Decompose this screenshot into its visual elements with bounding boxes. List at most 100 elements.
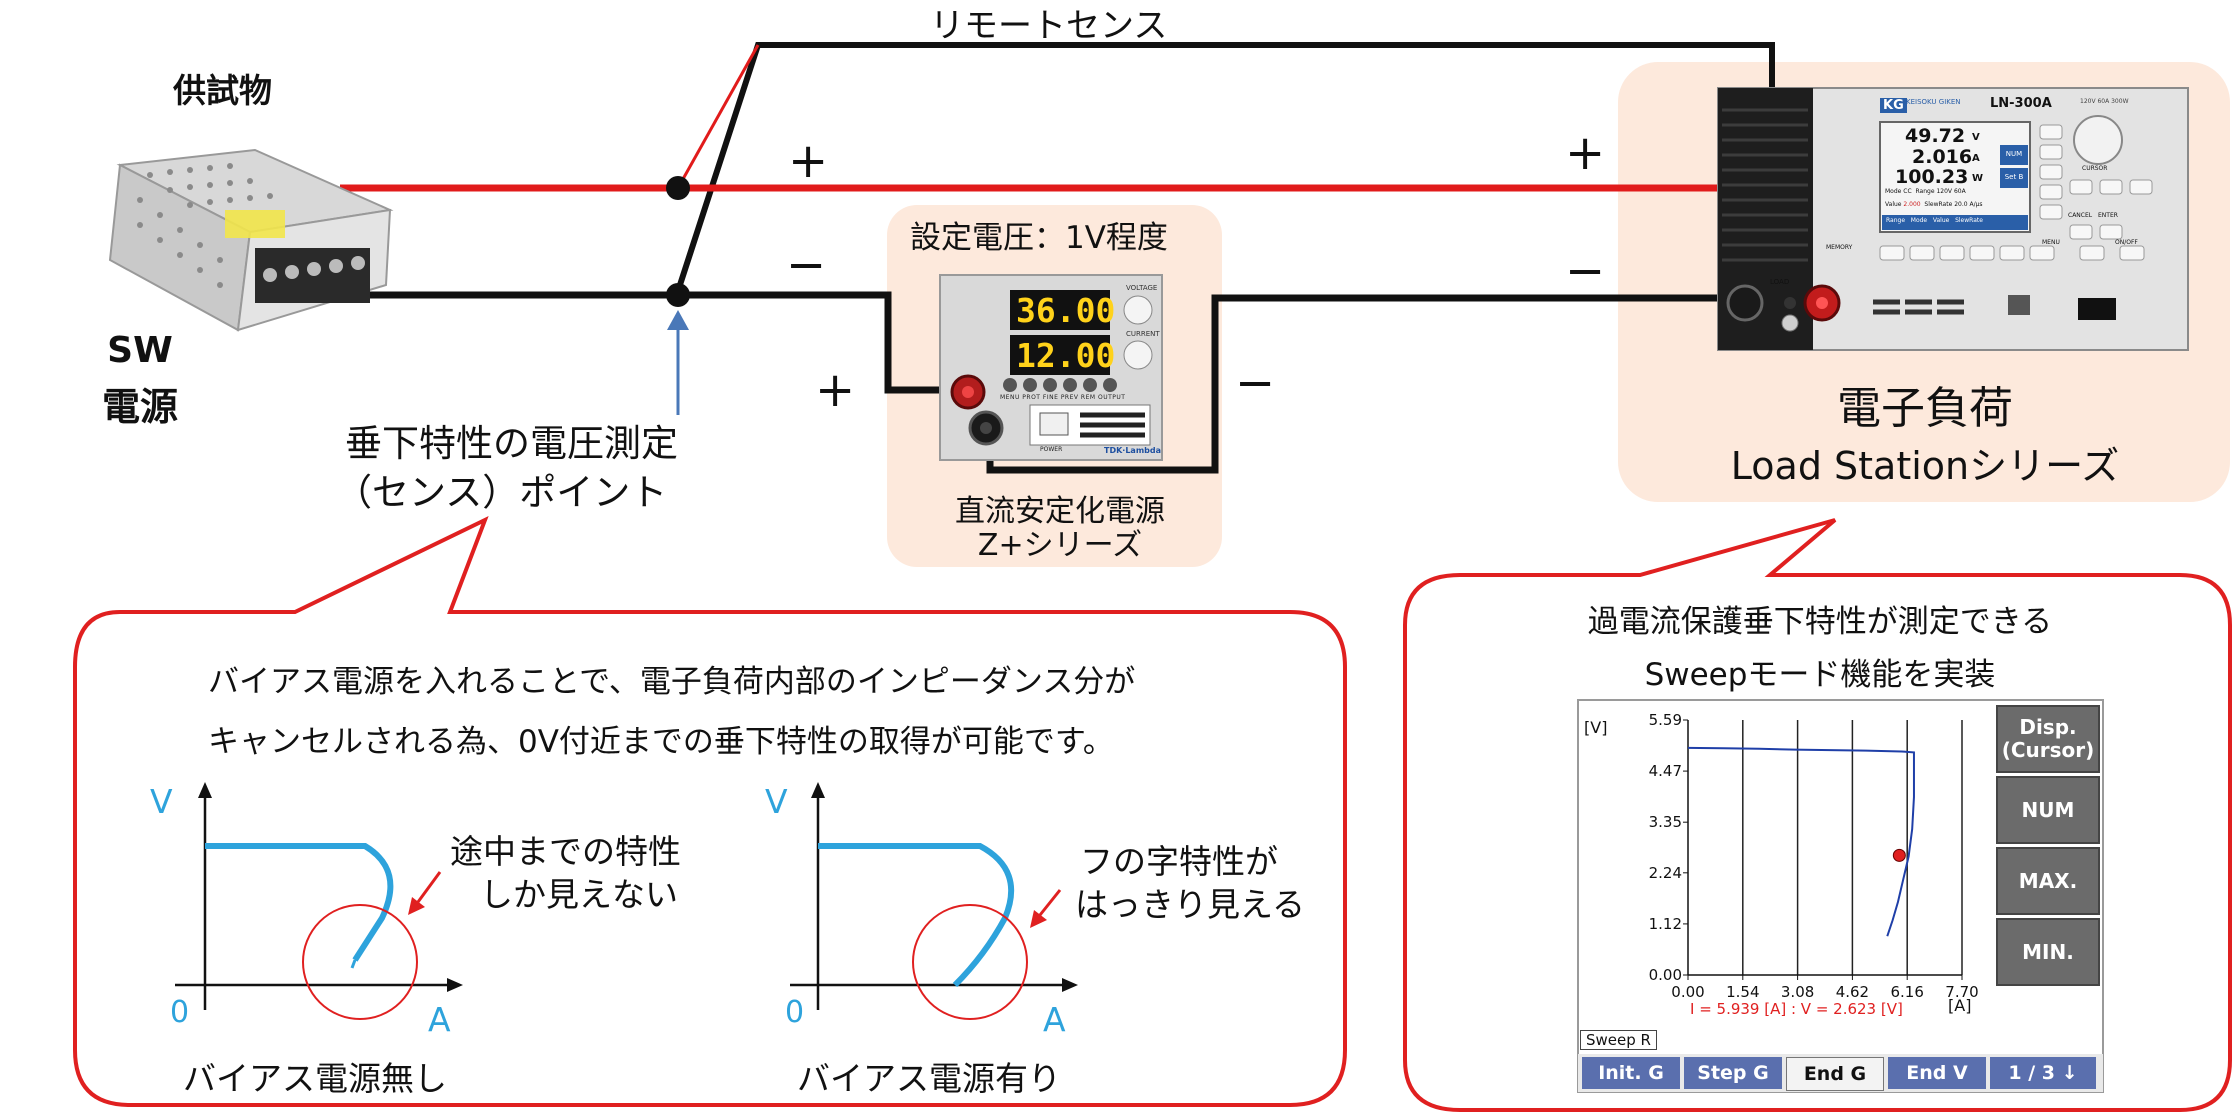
graph1-note-line2: しか見えない [480, 875, 678, 914]
load-power-unit: W [1972, 173, 1984, 184]
sweep-readout: I = 5.939 [A] : V = 2.623 [V] [1690, 1000, 1903, 1018]
graph1-caption: バイアス電源無し [183, 1059, 447, 1098]
load-cancel-label: CANCEL [2068, 212, 2093, 219]
plus-sign-bias: + [815, 362, 856, 418]
x-tick-label: 4.62 [1836, 983, 1869, 1001]
junction-positive [666, 176, 690, 200]
graph2-a-label: A [1043, 1000, 1066, 1039]
graph-no-bias [175, 782, 463, 1020]
sweep-mode-label: Sweep R [1580, 1030, 1657, 1050]
set-voltage-label: 設定電圧：1V程度 [910, 220, 1168, 256]
tab-page[interactable]: 1 / 3 ↓ [1990, 1057, 2096, 1089]
load-onoff-label: ON/OFF [2115, 239, 2138, 246]
load-value-row: Value 2.000 SlewRate 20.0 A/μs [1885, 201, 1983, 208]
minus-sign-load: − [1565, 243, 1606, 299]
sw-power-supply [108, 148, 394, 332]
x-tick-label: 7.70 [1945, 983, 1978, 1001]
load-model: LN-300A [1990, 96, 2052, 111]
psu-voltage-display: 36.00 [1016, 291, 1116, 330]
load-terminal-label: LOAD [1770, 278, 1790, 286]
minus-sign-dut: − [786, 237, 827, 293]
load-current-reading: 2.016 [1912, 146, 1973, 168]
sw-label-line1: SW [107, 330, 173, 371]
sense-point-label-line1: 垂下特性の電圧測定 [345, 422, 678, 465]
load-menu-label: MENU [2042, 239, 2060, 246]
x-tick-label: 1.54 [1726, 983, 1759, 1001]
load-brand-logo: KG [1880, 98, 1907, 113]
x-tick-label: 6.16 [1890, 983, 1923, 1001]
load-bottom-keys: Range Mode Value SlewRate [1886, 217, 1983, 224]
tab-init-g[interactable]: Init. G [1582, 1057, 1680, 1089]
sweep-y-unit: [V] [1584, 718, 1608, 737]
junction-negative [666, 283, 690, 307]
load-voltage-unit: V [1972, 132, 1980, 143]
load-key-setb: Set B [2004, 173, 2024, 181]
load-cursor-label: CURSOR [2082, 165, 2108, 172]
tab-end-v[interactable]: End V [1888, 1057, 1986, 1089]
load-memory-label: MEMORY [1826, 244, 1853, 251]
graph2-caption: バイアス電源有り [797, 1059, 1061, 1098]
psu-power-label: POWER [1040, 446, 1063, 453]
dc-supply-label-line1: 直流安定化電源 [955, 494, 1165, 529]
sense-point-label-line2: （センス）ポイント [335, 471, 668, 514]
remote-sense-wire-positive [676, 44, 760, 189]
plus-sign-load: + [1565, 125, 1606, 181]
load-key-num: NUM [2005, 150, 2023, 158]
bubble-left-line2: キャンセルされる為、0V付近までの垂下特性の取得が可能です。 [208, 724, 1114, 760]
sweep-x-unit: [A] [1948, 996, 1972, 1015]
bubble-right-line2: Sweepモード機能を実装 [1644, 657, 1996, 693]
softkey-num[interactable]: NUM [1996, 776, 2100, 844]
softkey-min[interactable]: MIN. [1996, 918, 2100, 986]
tab-step-g[interactable]: Step G [1684, 1057, 1782, 1089]
x-tick-label: 3.08 [1781, 983, 1814, 1001]
load-enter-label: ENTER [2098, 212, 2118, 219]
psu-current-display: 12.00 [1016, 336, 1116, 375]
load-voltage-reading: 49.72 [1905, 125, 1966, 147]
plus-sign-dut: + [788, 133, 829, 189]
y-tick-label: 2.24 [1649, 864, 1682, 882]
psu-current-knob-label: CURRENT [1126, 330, 1160, 338]
tab-end-g[interactable]: End G [1786, 1057, 1884, 1091]
graph2-zero-label: 0 [785, 995, 805, 1030]
psu-voltage-knob-label: VOLTAGE [1126, 284, 1158, 292]
remote-sense-wire-negative [675, 42, 1775, 292]
dc-supply-label-line2: Z+シリーズ [977, 528, 1143, 563]
y-tick-label: 3.35 [1649, 813, 1682, 831]
cursor-marker [1892, 848, 1906, 862]
load-label-line2: Load Stationシリーズ [1730, 444, 2120, 488]
graph2-v-label: V [765, 782, 788, 821]
sweep-curve [1687, 746, 1915, 937]
load-current-unit: A [1972, 153, 1980, 164]
negative-wire-to-bias [370, 291, 955, 394]
graph1-zero-label: 0 [170, 995, 190, 1030]
y-tick-label: 4.47 [1649, 762, 1682, 780]
minus-sign-bias: − [1235, 355, 1276, 411]
load-spec: 120V 60A 300W [2080, 98, 2129, 105]
load-power-reading: 100.23 [1895, 166, 1969, 188]
load-mode-row: Mode CC Range 120V 60A [1885, 188, 1966, 195]
bubble-left-line1: バイアス電源を入れることで、電子負荷内部のインピーダンス分が [208, 664, 1136, 700]
graph2-note-line2: はっきり見える [1075, 885, 1306, 924]
bubble-right-line1: 過電流保護垂下特性が測定できる [1587, 604, 2053, 640]
psu-button-labels: MENU PROT FINE PREV REM OUTPUT [1000, 394, 1126, 401]
dut-label: 供試物 [173, 71, 272, 110]
x-tick-label: 0.00 [1671, 983, 1704, 1001]
load-label-line1: 電子負荷 [1837, 383, 2013, 434]
graph-with-bias [790, 782, 1078, 1020]
electronic-load-device [1717, 87, 2189, 351]
softkey-max[interactable]: MAX. [1996, 847, 2100, 915]
bias-supply-device [939, 274, 1163, 461]
graph1-v-label: V [150, 782, 173, 821]
softkey-disp[interactable]: Disp.(Cursor) [1996, 705, 2100, 773]
graph1-a-label: A [428, 1000, 451, 1039]
graph2-note-line1: フの字特性が [1080, 842, 1278, 881]
y-tick-label: 1.12 [1649, 915, 1682, 933]
load-brand-text: KEISOKU GIKEN [1906, 98, 1961, 106]
remote-sense-label: リモートセンス [930, 6, 1168, 46]
graph1-note-line1: 途中までの特性 [450, 832, 681, 871]
y-tick-label: 0.00 [1649, 966, 1682, 984]
sense-arrow-head [667, 310, 689, 330]
sw-label-line2: 電源 [101, 385, 178, 429]
